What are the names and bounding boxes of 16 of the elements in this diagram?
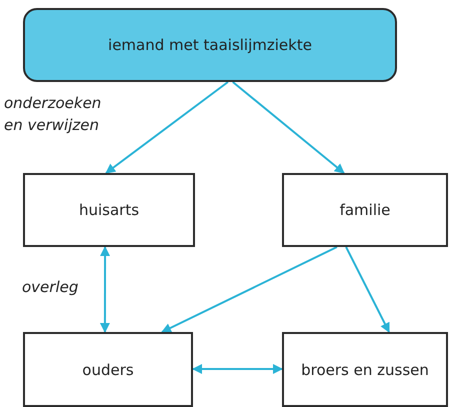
process-box: [23, 173, 195, 247]
node-label: ouders: [82, 360, 134, 378]
arrow: [192, 364, 283, 374]
rounded-box: [23, 8, 397, 82]
arrow: [105, 81, 229, 174]
arrow: [161, 246, 338, 333]
arrow: [232, 81, 345, 174]
node-label: huisarts: [78, 201, 140, 219]
arrow: [345, 246, 390, 333]
process-box: [23, 332, 193, 407]
arrow: [100, 246, 110, 333]
process-box: [282, 332, 448, 407]
process-box: [282, 173, 448, 247]
node-label: familie: [340, 201, 390, 219]
node-label: iemand met taaislijmziekte: [108, 36, 312, 54]
node-label: broers en zussen: [301, 360, 429, 378]
